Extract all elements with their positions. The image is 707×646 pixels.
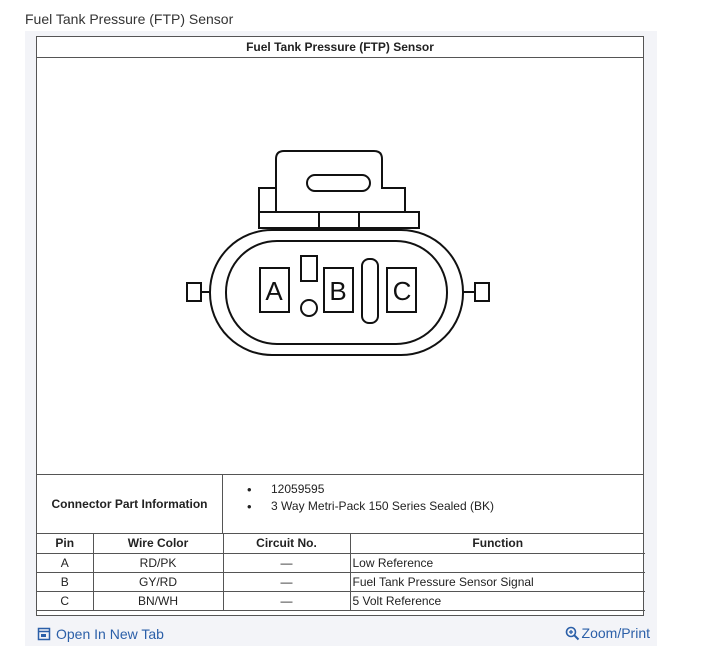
connector-part-info: Connector Part Information 12059595 3 Wa… xyxy=(37,475,643,534)
connector-figure: Fuel Tank Pressure (FTP) Sensor xyxy=(36,36,645,616)
connector-latch xyxy=(275,150,406,212)
zoom-print-label: Zoom/Print xyxy=(581,625,650,641)
wire-color-cell: RD/PK xyxy=(92,552,224,573)
connector-latch-left xyxy=(258,187,276,212)
open-in-new-tab-label: Open In New Tab xyxy=(56,626,164,642)
new-tab-icon xyxy=(37,627,51,641)
part-info-label: Connector Part Information xyxy=(37,475,223,533)
cavity-c-label: C xyxy=(393,276,412,306)
pin-cell: A xyxy=(37,552,94,573)
header-pin: Pin xyxy=(37,534,94,554)
part-info-list: 12059595 3 Way Metri-Pack 150 Series Sea… xyxy=(233,481,494,515)
right-ear xyxy=(474,282,490,302)
cavity-a xyxy=(259,267,290,313)
key-post xyxy=(300,255,318,282)
polarizing-hole xyxy=(300,299,318,317)
part-number: 12059595 xyxy=(233,481,494,498)
lock-band xyxy=(258,211,420,229)
connector-inner-body xyxy=(225,240,448,345)
latch-slot xyxy=(306,174,371,192)
cavity-b xyxy=(323,267,354,313)
table-row: A RD/PK — Low Reference xyxy=(37,552,645,573)
circuit-cell: — xyxy=(222,590,351,611)
wire-color-cell: GY/RD xyxy=(92,571,224,592)
open-in-new-tab-link[interactable]: Open In New Tab xyxy=(37,626,164,642)
wire-color-cell: BN/WH xyxy=(92,590,224,611)
function-cell: 5 Volt Reference xyxy=(349,590,645,611)
pin-table: Pin Wire Color Circuit No. Function A RD… xyxy=(37,534,645,611)
zoom-print-link[interactable]: Zoom/Print xyxy=(565,625,650,641)
divider-rib xyxy=(361,258,379,324)
page-title: Fuel Tank Pressure (FTP) Sensor xyxy=(25,11,234,27)
pin-cell: B xyxy=(37,571,94,592)
table-row: B GY/RD — Fuel Tank Pressure Sensor Sign… xyxy=(37,571,645,592)
connector-diagram: A B C xyxy=(37,58,643,475)
figure-title: Fuel Tank Pressure (FTP) Sensor xyxy=(37,37,643,58)
left-ear xyxy=(186,282,202,302)
pin-cell: C xyxy=(37,590,94,611)
table-header-row: Pin Wire Color Circuit No. Function xyxy=(37,534,645,554)
cavity-c xyxy=(386,267,417,313)
header-function: Function xyxy=(349,534,645,554)
circuit-cell: — xyxy=(222,571,351,592)
header-wire-color: Wire Color xyxy=(92,534,224,554)
function-cell: Fuel Tank Pressure Sensor Signal xyxy=(349,571,645,592)
function-cell: Low Reference xyxy=(349,552,645,573)
table-row: C BN/WH — 5 Volt Reference xyxy=(37,590,645,611)
circuit-cell: — xyxy=(222,552,351,573)
header-circuit-no: Circuit No. xyxy=(222,534,351,554)
connector-drawing: A B C xyxy=(186,150,490,356)
connector-description: 3 Way Metri-Pack 150 Series Sealed (BK) xyxy=(233,498,494,515)
zoom-icon xyxy=(565,626,579,640)
cavity-b-label: B xyxy=(329,276,346,306)
cavity-a-label: A xyxy=(265,276,283,306)
